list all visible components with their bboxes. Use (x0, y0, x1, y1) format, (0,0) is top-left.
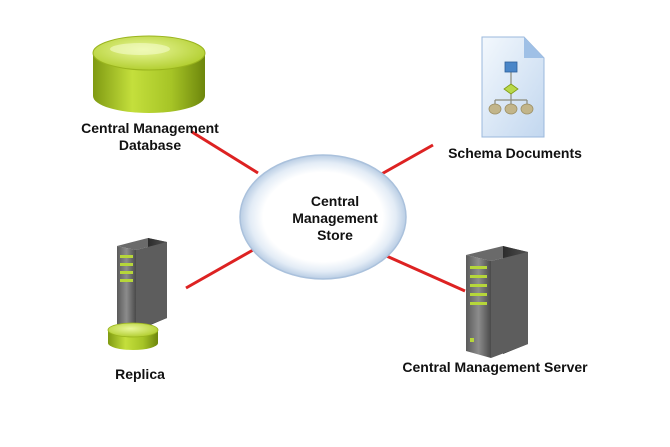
central-store-ellipse (239, 154, 407, 280)
label-line: Schema Documents (448, 145, 582, 161)
database-cylinder-icon (92, 35, 206, 113)
label-line: Central Management Server (402, 359, 588, 375)
edge-database-to-store (191, 130, 259, 175)
edge-replica-to-store (185, 248, 254, 290)
node-label-central-management-database: Central Management Database (60, 120, 240, 154)
server-tower-icon (466, 246, 528, 358)
label-line: Store (317, 227, 353, 243)
edge-server-to-store (381, 252, 466, 293)
label-line: Database (118, 137, 182, 153)
label-line: Replica (115, 366, 165, 382)
label-line: Management (292, 210, 378, 226)
node-label-replica: Replica (95, 366, 185, 383)
edge-schema-to-store (377, 143, 434, 178)
node-label-schema-documents: Schema Documents (425, 145, 605, 162)
label-line: Central (310, 193, 360, 209)
node-label-central-management-server: Central Management Server (380, 359, 610, 376)
label-line: Central Management (81, 120, 219, 136)
connectors (185, 130, 466, 293)
center-label-central-management-store: Central Management Store (270, 193, 400, 244)
schema-document-icon (481, 36, 545, 138)
server-tower-with-database-icon (107, 238, 167, 350)
